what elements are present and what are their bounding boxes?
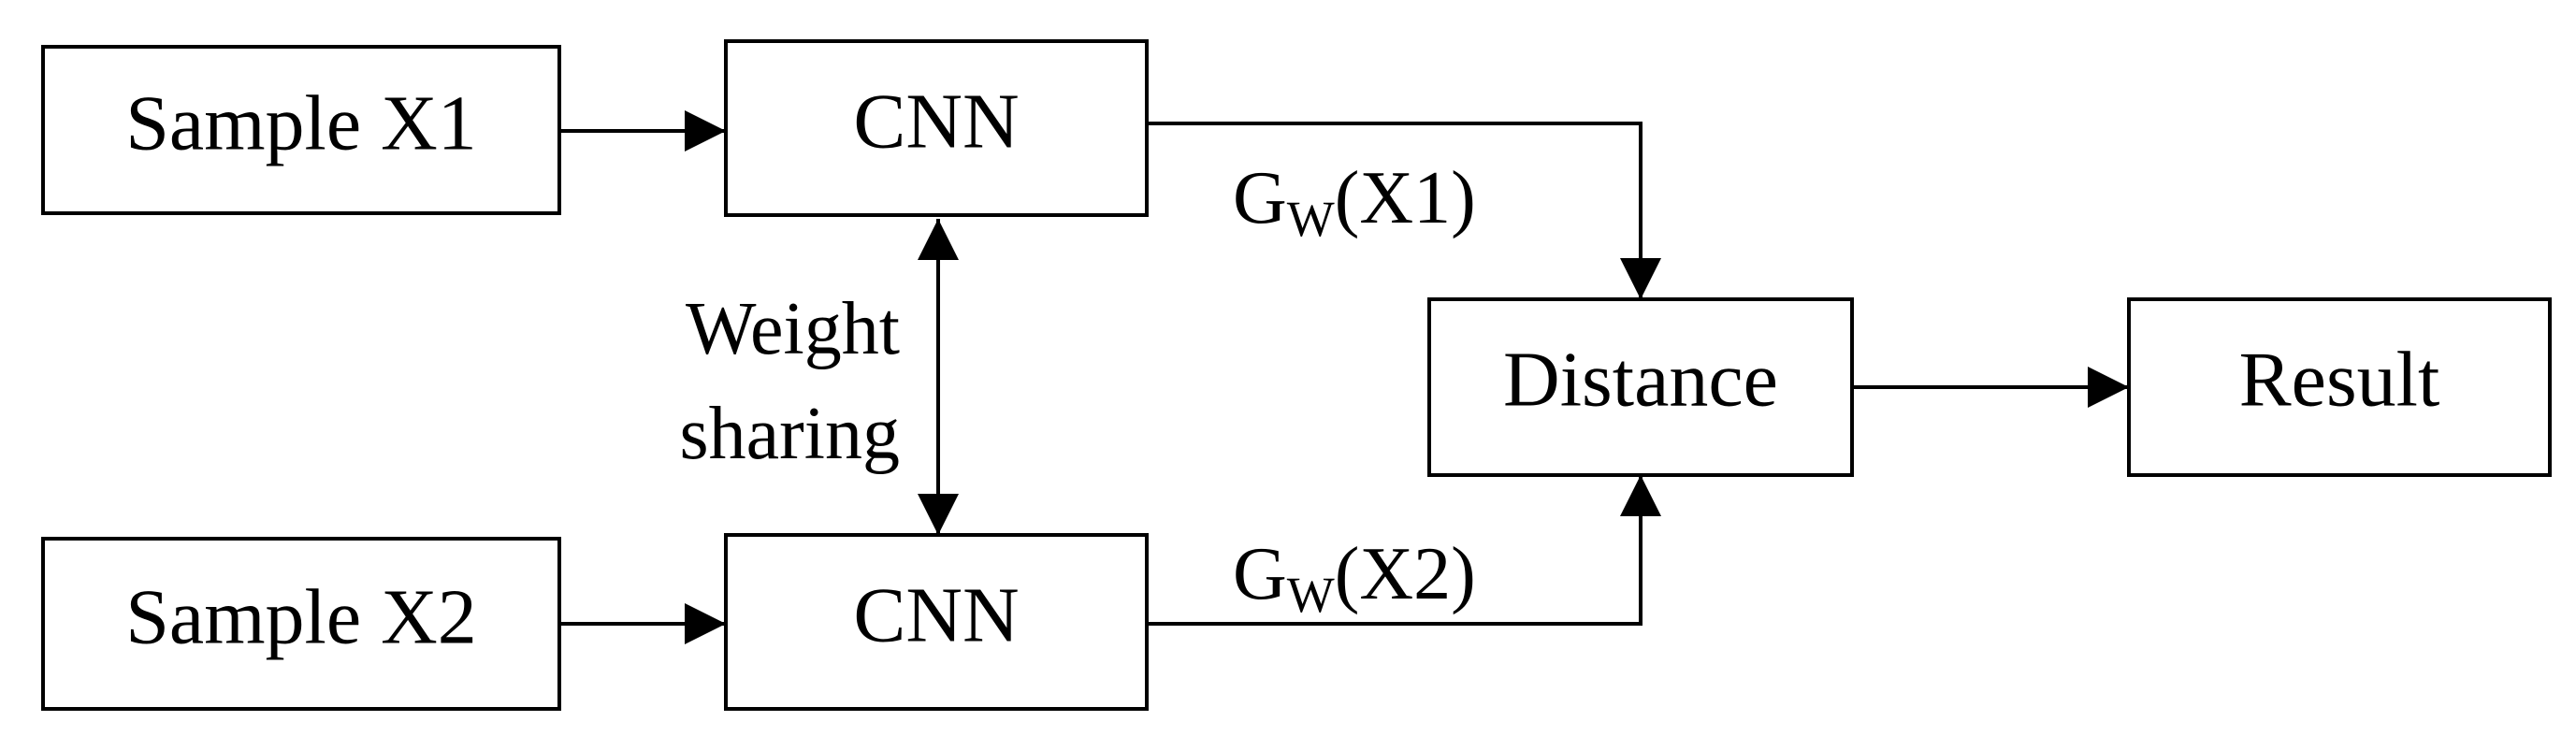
- node-sample-x1: Sample X1: [41, 45, 561, 215]
- edge-label-gw-x1: GW(X1): [1233, 157, 1476, 247]
- edge-cnn-bottom-to-distance: [1147, 475, 1661, 626]
- node-distance: Distance: [1427, 297, 1854, 477]
- node-cnn-bottom: CNN: [724, 533, 1149, 711]
- edge-label-gw-x2: GW(X2): [1233, 533, 1476, 623]
- node-cnn-top: CNN: [724, 39, 1149, 217]
- edge-label-gw-x2-base: G: [1233, 533, 1287, 615]
- weight-sharing-label-line-1: Weight: [686, 288, 900, 370]
- edge-label-gw-x2-sub: W: [1287, 567, 1335, 623]
- node-cnn-top-label: CNN: [853, 78, 1019, 165]
- node-distance-label: Distance: [1503, 336, 1778, 423]
- edge-label-gw-x1-tail: (X1): [1335, 157, 1476, 239]
- node-result-label: Result: [2239, 336, 2440, 423]
- node-sample-x1-label: Sample X1: [125, 79, 477, 166]
- node-sample-x2: Sample X2: [41, 537, 561, 711]
- edge-label-gw-x1-sub: W: [1287, 191, 1335, 247]
- edge-cnn-top-to-distance: [1147, 122, 1661, 299]
- node-cnn-bottom-label: CNN: [853, 571, 1019, 658]
- edge-label-gw-x1-base: G: [1233, 157, 1287, 239]
- weight-sharing-label-line-2: sharing: [679, 393, 900, 475]
- edge-label-gw-x2-tail: (X2): [1335, 533, 1476, 615]
- node-sample-x2-label: Sample X2: [125, 573, 477, 660]
- node-result: Result: [2127, 297, 2552, 477]
